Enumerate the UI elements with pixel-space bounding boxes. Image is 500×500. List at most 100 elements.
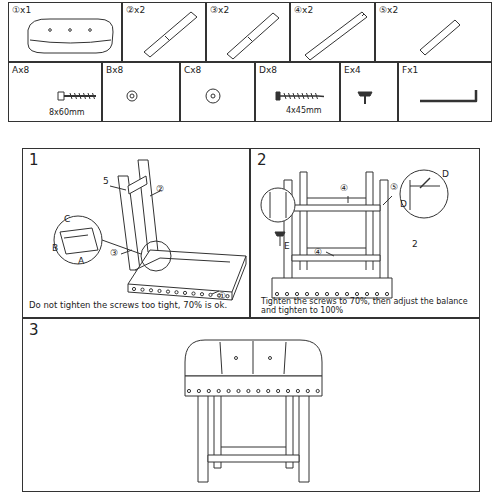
thread-stroke [70,93,72,99]
allen-key [420,90,476,101]
part-label: ②x2 [126,5,145,15]
nailhead [267,389,270,392]
nailhead [365,292,368,295]
rail-long [305,12,367,60]
nailhead [158,289,161,292]
thread-stroke [307,93,309,99]
nailhead [197,389,200,392]
nailhead [132,287,135,290]
part-label: ①x1 [12,5,31,15]
nailhead [227,389,230,392]
nailhead [207,389,210,392]
glide-foot [358,92,372,104]
nailhead [355,292,358,295]
bolt [58,92,96,100]
thread-stroke [289,93,291,99]
nailhead [200,293,203,296]
part-label: ③x2 [210,5,229,15]
step-panel: 1 Do not tighten the screws too tight, 70… [22,148,250,318]
nailhead [286,389,289,392]
nailhead [247,389,250,392]
callout-number: 5 [103,177,109,186]
nailhead [166,290,169,293]
nailhead [192,292,195,295]
nailhead [315,292,318,295]
leg-long [144,12,197,57]
hardware-callout: B [52,244,58,253]
callout-number: ④ [340,184,348,193]
part-cell: Ex4 [340,62,398,122]
hardware-callout: A [78,257,84,266]
callout-number: ① [218,292,226,301]
nailhead [306,389,309,392]
spring-washer [127,91,137,101]
callout-number: ④ [314,248,322,257]
nailhead [237,389,240,392]
part-cell: ②x2 [122,2,206,62]
thread-stroke [93,93,95,99]
step-number: 1 [29,152,39,169]
rail-short [420,20,460,55]
thread-stroke [293,93,295,99]
part-label: Fx1 [402,65,418,75]
thread-stroke [88,93,90,99]
nailhead [295,292,298,295]
instruction-note: Do not tighten the screws too tight, 70%… [29,301,245,311]
callout-number: ② [156,185,164,194]
callout-number: 2 [412,240,418,249]
part-cell: ③x2 [206,2,290,62]
part-cell: Dx8 4x45mm [255,62,340,122]
part-label: ④x2 [294,5,313,15]
part-cell: ④x2 [290,2,375,62]
nailhead [305,292,308,295]
nailhead [149,289,152,292]
screw-thread [70,93,318,99]
hardware-callout: E [284,242,290,251]
step-panel: 3 [22,318,480,492]
nailhead [296,389,299,392]
nailhead [385,292,388,295]
nailhead [375,292,378,295]
nailhead [175,291,178,294]
thread-stroke [298,93,300,99]
assembled-stool [185,340,322,482]
nailhead [335,292,338,295]
nailhead [316,389,319,392]
nailhead [345,292,348,295]
thread-stroke [316,93,318,99]
hardware-callout: C [64,215,70,224]
part-label: Dx8 [259,65,277,75]
step-number: 2 [257,152,267,169]
thread-stroke [284,93,286,99]
part-label: Ax8 [12,65,29,75]
part-cell: ①x1 [8,2,122,62]
seat-cushion [28,19,113,53]
nailhead [325,292,328,295]
frame-upside-down [261,170,448,298]
thread-stroke [75,93,77,99]
nailhead [187,389,190,392]
flat-washer [206,89,220,103]
nailhead [277,389,280,392]
instruction-note: Tighten the screws to 70%, then adjust t… [261,297,475,315]
part-cell: Cx8 [180,62,255,122]
part-label: 4x45mm [286,106,322,115]
part-label: Ex4 [344,65,361,75]
thread-stroke [79,93,81,99]
nailhead [275,292,278,295]
part-label: Cx8 [184,65,201,75]
hardware-callout: D [400,200,407,209]
part-label: Bx8 [106,65,123,75]
part-cell: ⑤x2 [375,2,492,62]
step-number: 3 [29,322,39,339]
part-cell: Ax88x60mm [8,62,102,122]
callout-number: ③ [110,249,118,258]
wood-screw [276,92,324,100]
leg-long [227,13,279,59]
hardware-callout: D [442,170,449,179]
nailhead [285,292,288,295]
part-cell: Fx1 [398,62,492,122]
nailhead [183,291,186,294]
thread-stroke [84,93,86,99]
nailhead [209,293,212,296]
